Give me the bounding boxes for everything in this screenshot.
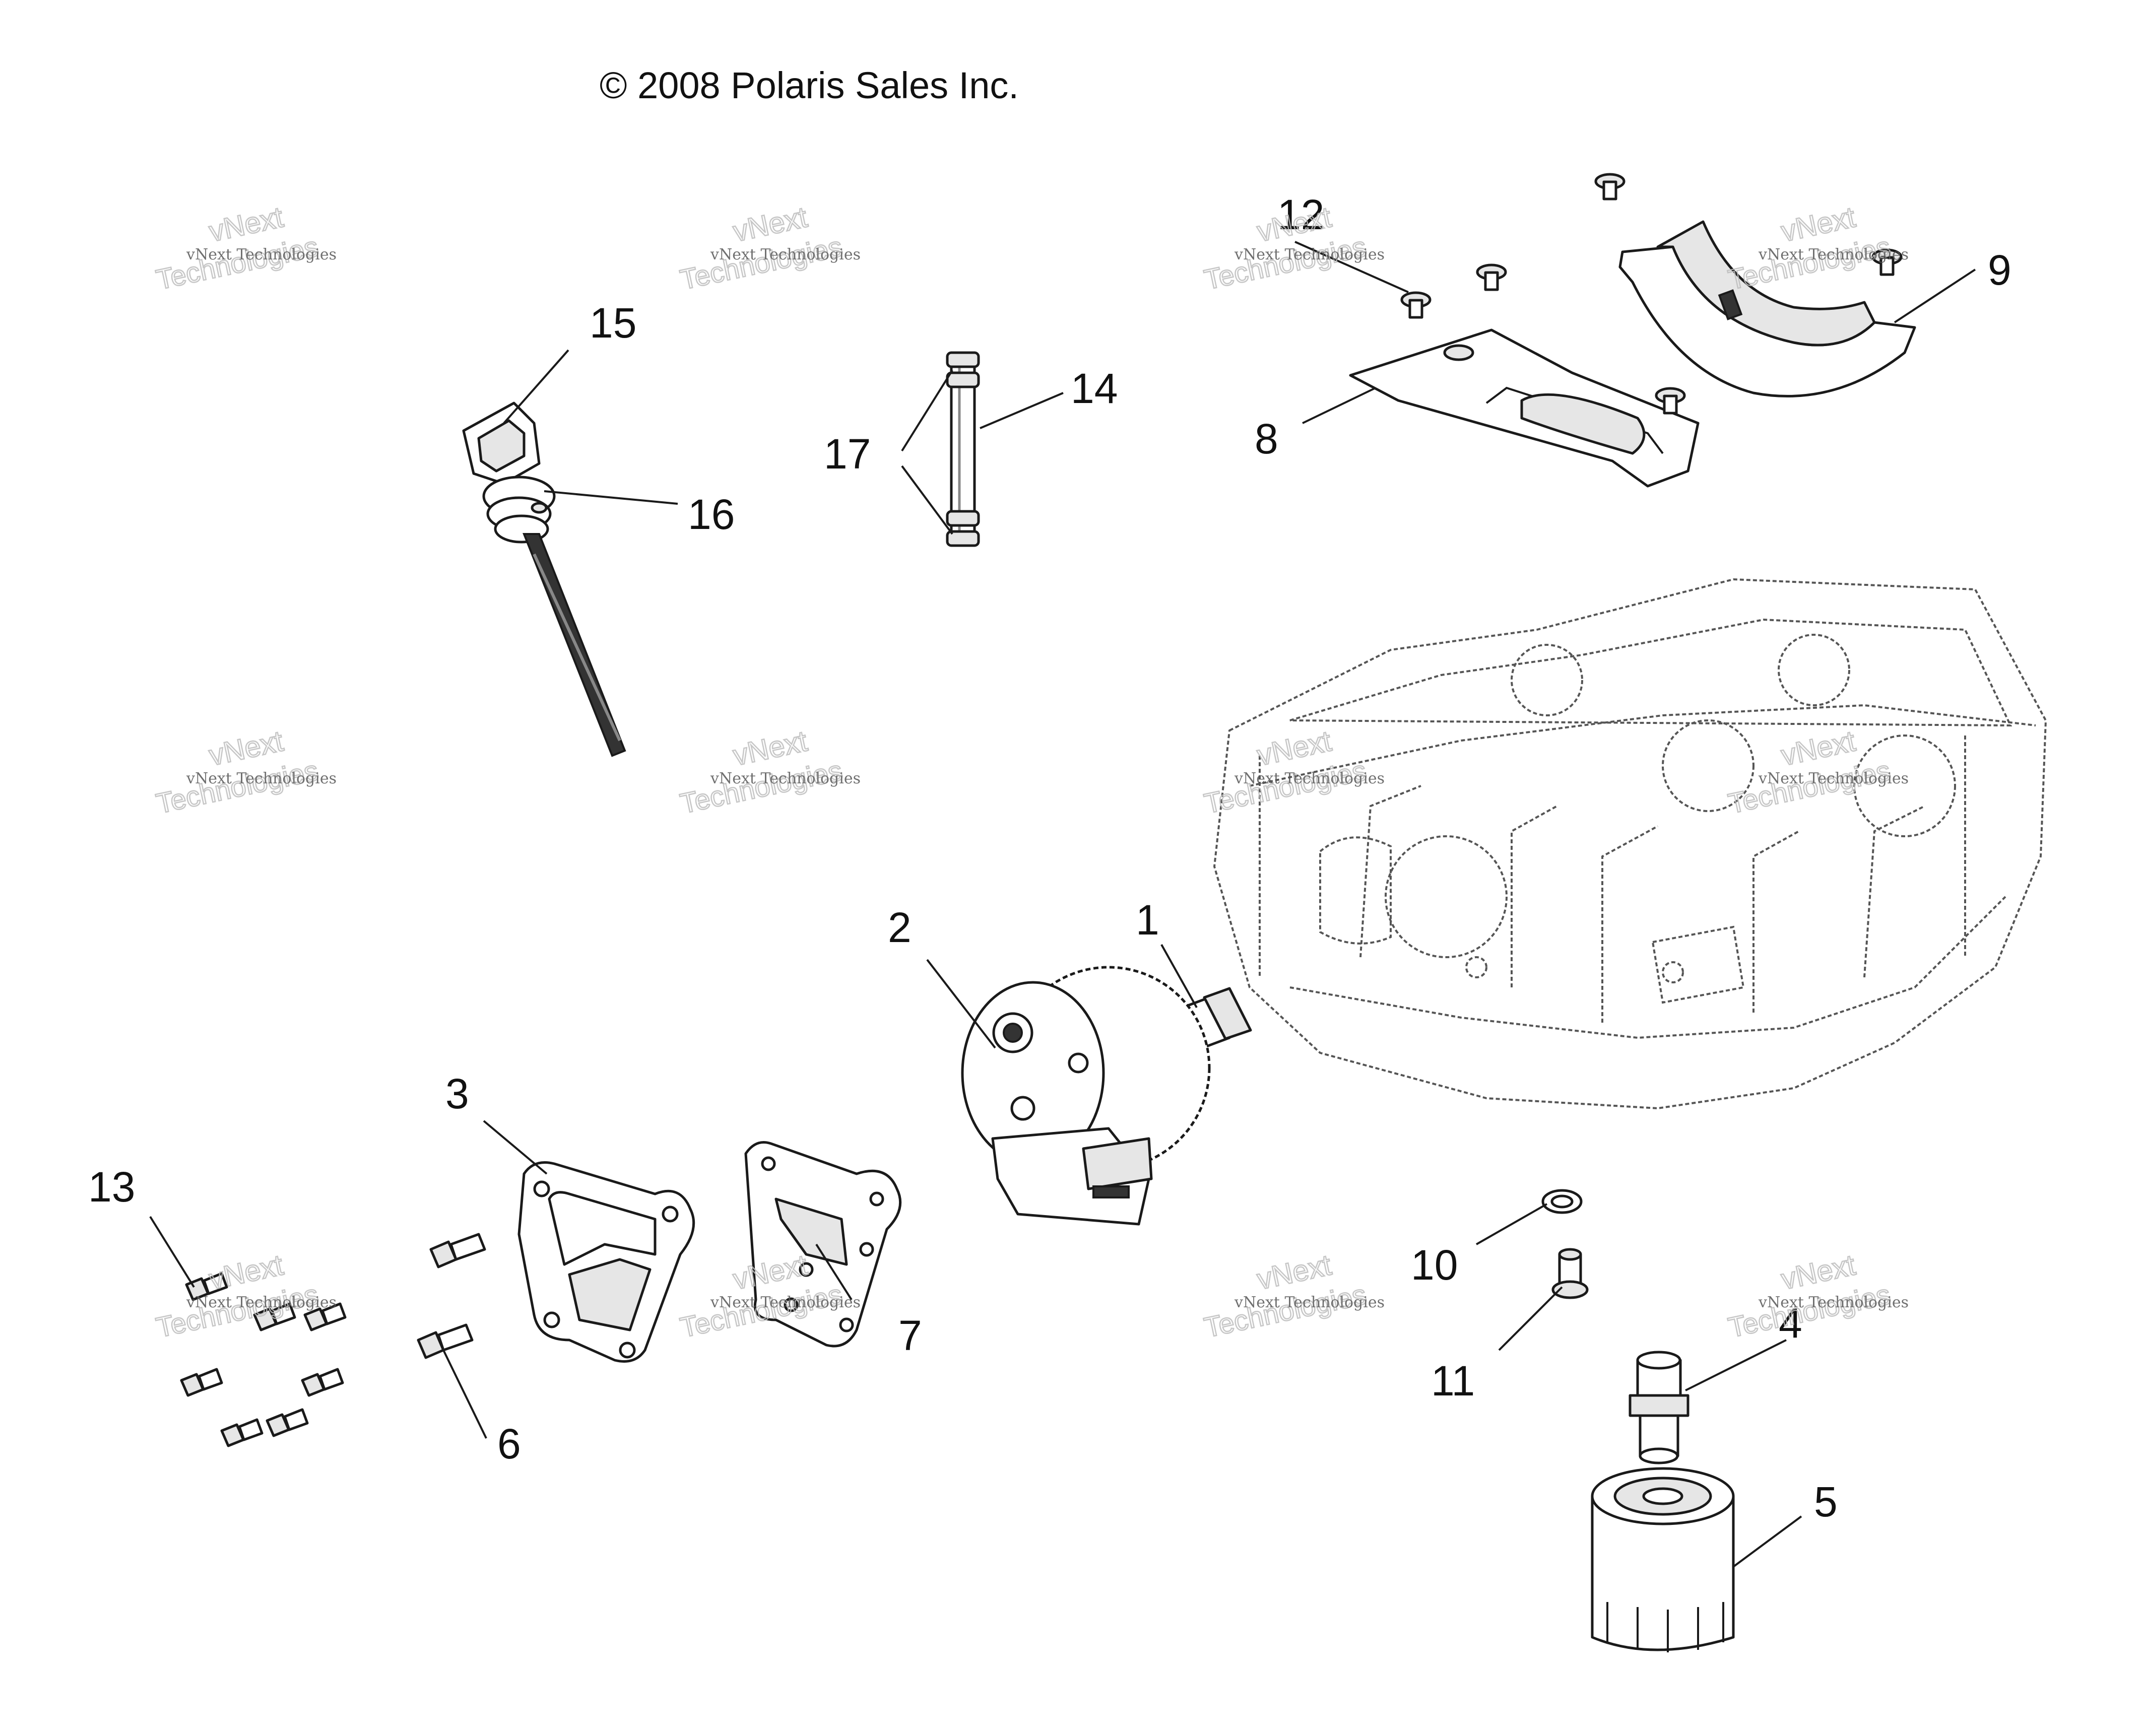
washer-icon <box>1541 1189 1583 1214</box>
callout-4: 4 <box>1779 1299 1802 1347</box>
svg-text:vNext Technologies: vNext Technologies <box>1758 770 1909 787</box>
bolt-icon <box>417 1233 486 1359</box>
pump-cover-icon <box>517 1161 695 1363</box>
svg-text:vNext Technologies: vNext Technologies <box>186 1294 337 1311</box>
svg-text:vNext Technologies: vNext Technologies <box>1758 246 1909 263</box>
callout-8: 8 <box>1255 415 1278 462</box>
svg-text:vNext Technologies: vNext Technologies <box>186 246 337 263</box>
svg-text:vNext Technologies: vNext Technologies <box>710 770 861 787</box>
callout-5: 5 <box>1814 1478 1838 1525</box>
watermark: vNext Technologies vNext Technologies <box>677 200 861 296</box>
svg-text:vNext Technologies: vNext Technologies <box>186 770 337 787</box>
callout-14: 14 <box>1071 365 1118 412</box>
watermark: vNext Technologies vNext Technologies <box>1725 1248 1909 1344</box>
oil-filter-icon <box>1591 1467 1735 1652</box>
crankcase-icon <box>1213 578 2047 1109</box>
svg-text:vNext Technologies: vNext Technologies <box>1234 770 1385 787</box>
bolt-set-icon <box>180 1272 347 1447</box>
callout-3: 3 <box>445 1070 469 1117</box>
watermark: vNext Technologies vNext Technologies <box>677 724 861 820</box>
watermark: vNext Technologies vNext Technologies <box>153 200 337 296</box>
dipstick-icon <box>462 402 626 757</box>
watermark: vNext Technologies vNext Technologies <box>153 1248 337 1344</box>
filter-stud-icon <box>1629 1351 1689 1464</box>
svg-text:vNext Technologies: vNext Technologies <box>710 246 861 263</box>
copyright-text: © 2008 Polaris Sales Inc. <box>600 64 1019 106</box>
callout-11: 11 <box>1431 1357 1475 1405</box>
callout-17: 17 <box>824 430 871 478</box>
oil-pump-icon <box>961 966 1211 1226</box>
callout-2: 2 <box>888 904 912 951</box>
gasket-icon <box>744 1141 902 1348</box>
svg-text:vNext Technologies: vNext Technologies <box>1234 246 1385 263</box>
callout-12: 12 <box>1277 191 1324 238</box>
bracket-icon <box>1618 220 1916 397</box>
svg-text:vNext Technologies: vNext Technologies <box>710 1294 861 1311</box>
svg-text:vNext Technologies: vNext Technologies <box>1758 1294 1909 1311</box>
o-ring-icon <box>531 502 548 514</box>
callout-10: 10 <box>1411 1241 1458 1289</box>
watermark: vNext Technologies vNext Technologies <box>1201 1248 1385 1344</box>
callout-6: 6 <box>497 1420 521 1467</box>
watermark: vNext Technologies vNext Technologies <box>153 724 337 820</box>
callout-15: 15 <box>590 299 636 347</box>
callout-7: 7 <box>898 1312 922 1359</box>
watermark: vNext Technologies vNext Technologies <box>1201 200 1385 296</box>
drain-plug-icon <box>1551 1248 1589 1299</box>
baffle-plate-icon <box>1349 328 1700 488</box>
callout-1: 1 <box>1136 896 1159 944</box>
callout-labels: 1 2 3 4 5 6 7 8 9 10 11 12 13 14 15 16 1… <box>88 191 2011 1525</box>
svg-text:vNext Technologies: vNext Technologies <box>1234 1294 1385 1311</box>
watermark: vNext Technologies vNext Technologies <box>1725 200 1909 296</box>
o-ring-pair-icon <box>946 351 980 547</box>
callout-13: 13 <box>88 1163 135 1211</box>
screw-icon <box>1400 173 1903 415</box>
leader-lines <box>149 241 1976 1568</box>
callout-9: 9 <box>1988 246 2011 294</box>
callout-16: 16 <box>688 491 735 538</box>
